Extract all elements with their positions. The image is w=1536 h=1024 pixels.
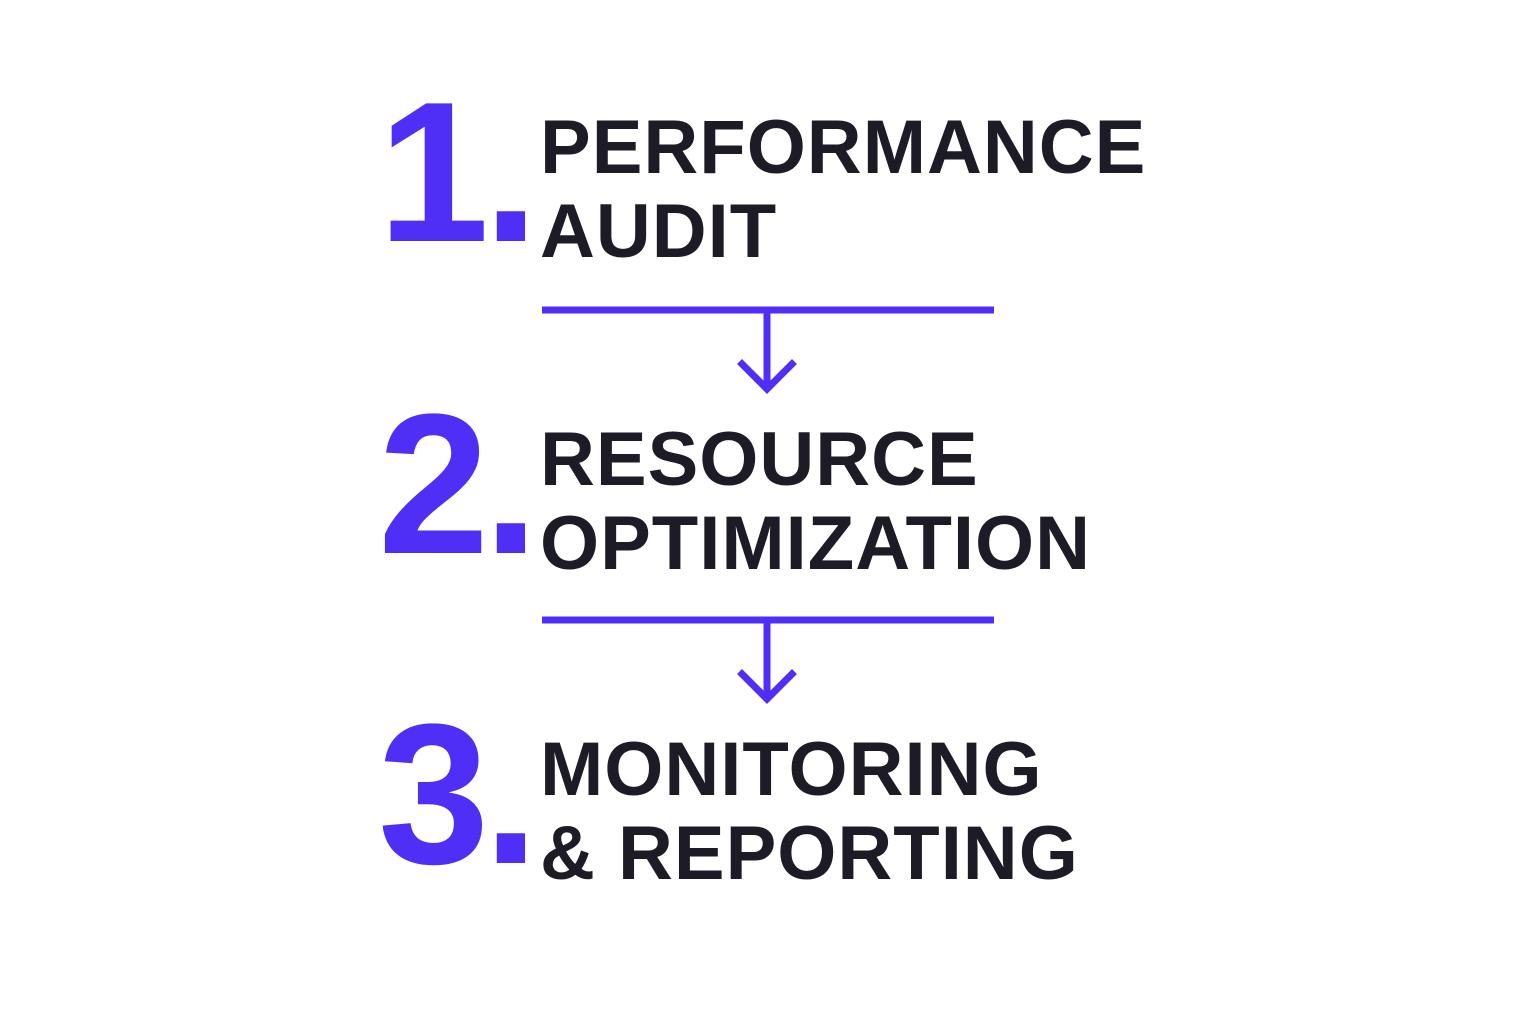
step-3-title-line-2: & REPORTING <box>540 811 1079 896</box>
step-2: 2. RESOURCE OPTIMIZATION <box>378 385 1178 586</box>
connector-2 <box>542 616 994 704</box>
step-3-title-line-1: MONITORING <box>540 727 1043 812</box>
step-2-title-line-2: OPTIMIZATION <box>540 501 1091 586</box>
step-1-number: 1. <box>378 61 539 284</box>
step-3-title: MONITORING & REPORTING <box>540 728 1079 896</box>
step-1: 1. PERFORMANCE AUDIT <box>378 73 1178 274</box>
step-1-title-line-2: AUDIT <box>540 189 778 274</box>
step-2-title-line-1: RESOURCE <box>540 417 979 502</box>
down-arrow-icon <box>737 359 797 394</box>
connector-1 <box>542 306 994 394</box>
step-3: 3. MONITORING & REPORTING <box>378 695 1178 896</box>
step-3-number: 3. <box>378 683 539 906</box>
step-1-title-line-1: PERFORMANCE <box>540 105 1147 190</box>
step-2-title: RESOURCE OPTIMIZATION <box>540 418 1091 586</box>
step-1-title: PERFORMANCE AUDIT <box>540 106 1146 274</box>
step-2-number: 2. <box>378 373 539 596</box>
down-arrow-icon <box>737 669 797 704</box>
